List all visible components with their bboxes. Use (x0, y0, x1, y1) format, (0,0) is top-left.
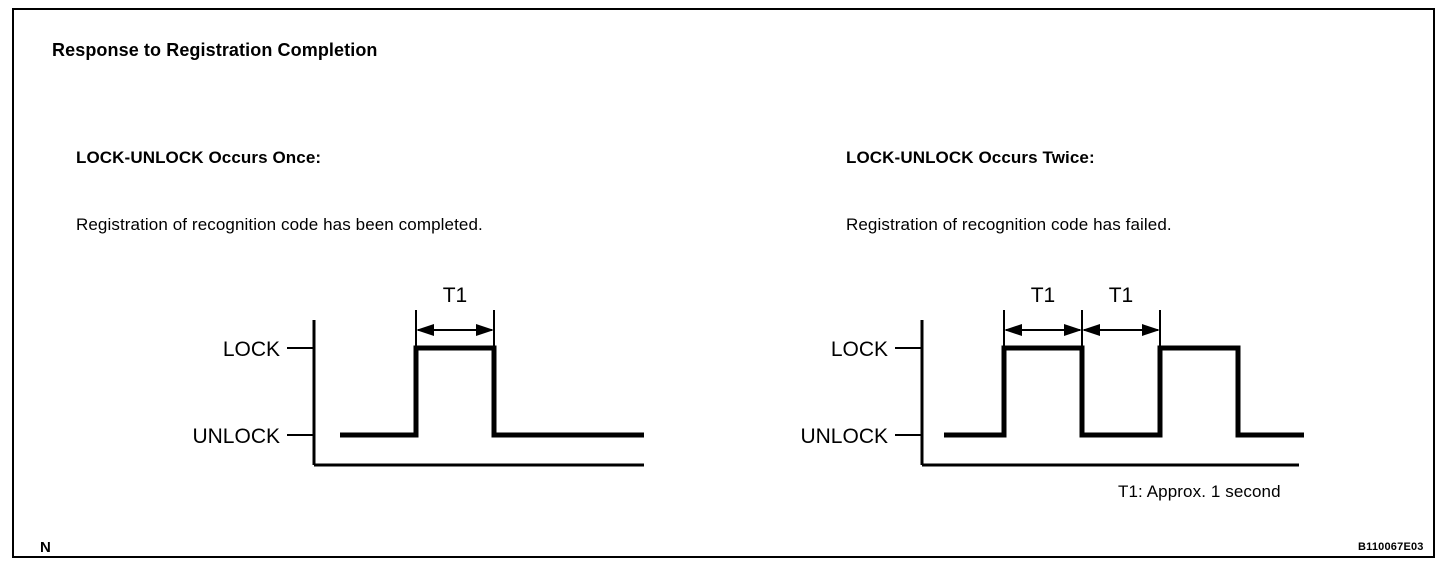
signal-trace (944, 345, 1304, 438)
lock-level-label: LOCK (223, 338, 280, 361)
t1-second-arrowhead-left-icon (1082, 324, 1100, 336)
unlock-level-label: UNLOCK (192, 425, 280, 448)
t1-label-first: T1 (1031, 284, 1056, 307)
revision-corner-mark: N (40, 539, 51, 556)
signal-trace (340, 345, 644, 438)
t1-arrowhead-right-icon (476, 324, 494, 336)
timing-diagram-twice: T1 T1 LOCK UNLOCK (800, 284, 1304, 467)
t1-second-arrowhead-right-icon (1142, 324, 1160, 336)
column-description-once: Registration of recognition code has bee… (76, 215, 483, 234)
column-heading-twice: LOCK-UNLOCK Occurs Twice: (846, 148, 1095, 167)
column-description-twice: Registration of recognition code has fai… (846, 215, 1172, 234)
t1-label: T1 (443, 284, 468, 307)
t1-first-arrowhead-right-icon (1064, 324, 1082, 336)
drawing-code: B110067E03 (1358, 541, 1424, 553)
figure-frame: Response to Registration Completion LOCK… (12, 8, 1435, 558)
t1-duration-note: T1: Approx. 1 second (1118, 482, 1281, 501)
t1-arrowhead-left-icon (416, 324, 434, 336)
timing-diagram-once: T1 LOCK UNLOCK (192, 284, 644, 467)
column-heading-once: LOCK-UNLOCK Occurs Once: (76, 148, 322, 167)
page-title: Response to Registration Completion (52, 40, 378, 60)
t1-label-second: T1 (1109, 284, 1134, 307)
unlock-level-label: UNLOCK (800, 425, 888, 448)
lock-level-label: LOCK (831, 338, 888, 361)
t1-first-arrowhead-left-icon (1004, 324, 1022, 336)
